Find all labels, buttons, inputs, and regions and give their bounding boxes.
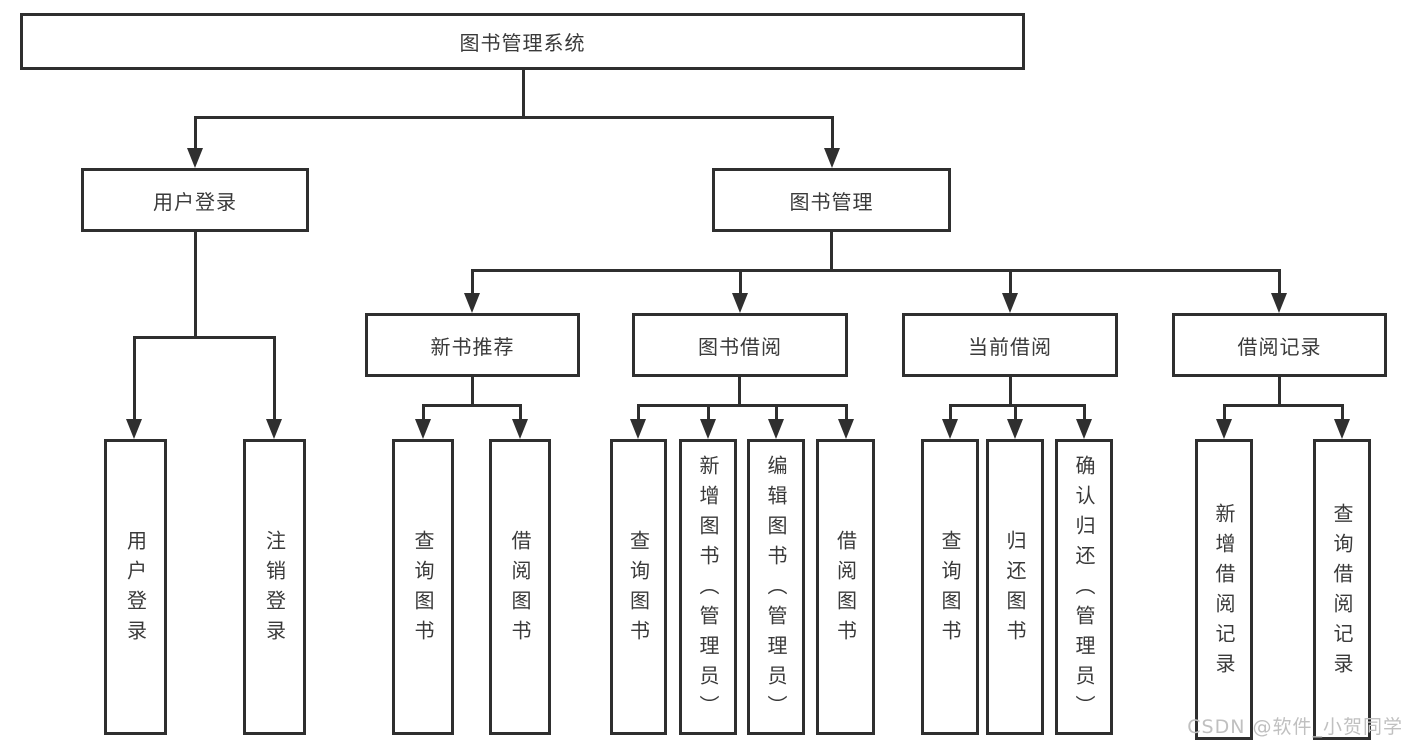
- arrow-down-icon: [942, 419, 958, 439]
- leaf-bb-borrow-book: 借阅图书: [816, 439, 875, 735]
- leaf-user-login-label: 用户登录: [123, 530, 148, 650]
- connector-to-current-borrow: [1009, 269, 1012, 295]
- connector-to-leaf-logout: [273, 336, 276, 420]
- node-borrow-records: 借阅记录: [1172, 313, 1387, 377]
- leaf-logout-login: 注销登录: [243, 439, 306, 735]
- connector-br-stem: [1278, 377, 1281, 407]
- leaf-br-add-record-label: 新增借阅记录: [1212, 502, 1236, 683]
- arrow-down-icon: [1076, 419, 1092, 439]
- arrow-down-icon: [630, 419, 646, 439]
- node-library-system-label: 图书管理系统: [459, 31, 586, 55]
- node-book-management-label: 图书管理: [789, 189, 874, 214]
- node-current-borrow-label: 当前借阅: [968, 334, 1052, 359]
- connector-to-new-book-recommend: [471, 269, 474, 295]
- node-user-login: 用户登录: [81, 168, 309, 232]
- leaf-bb-borrow-book-label: 借阅图书: [833, 530, 858, 650]
- leaf-bb-edit-book-admin: 编辑图书（管理员）: [747, 439, 805, 735]
- node-book-borrow-label: 图书借阅: [698, 334, 782, 359]
- connector-bb-leaf2: [707, 404, 710, 422]
- node-current-borrow: 当前借阅: [902, 313, 1118, 377]
- leaf-user-login: 用户登录: [104, 439, 167, 735]
- connector-root-to-book-mgmt: [831, 116, 834, 150]
- leaf-br-add-record: 新增借阅记录: [1195, 439, 1253, 740]
- connector-nbr-branch: [422, 404, 522, 407]
- connector-cb-leaf3: [1083, 404, 1086, 422]
- leaf-cb-confirm-return-admin-label: 确认归还（管理员）: [1072, 455, 1096, 725]
- node-borrow-records-label: 借阅记录: [1237, 334, 1322, 359]
- connector-br-leaf1: [1223, 404, 1226, 422]
- connector-to-book-borrow: [739, 269, 742, 295]
- connector-br-leaf2: [1341, 404, 1344, 422]
- leaf-bb-query-book-label: 查询图书: [626, 530, 651, 650]
- arrow-down-icon: [732, 293, 748, 313]
- connector-book-mgmt-stem: [830, 232, 833, 272]
- node-new-book-recommend: 新书推荐: [365, 313, 580, 377]
- connector-cb-leaf1: [949, 404, 952, 422]
- leaf-bb-add-book-admin-label: 新增图书（管理员）: [696, 455, 720, 725]
- connector-user-login-branch: [133, 336, 276, 339]
- leaf-nbr-borrow-book-label: 借阅图书: [508, 530, 532, 650]
- connector-cb-stem: [1009, 377, 1012, 407]
- csdn-watermark: CSDN @软件_小贺同学: [1187, 716, 1403, 738]
- connector-user-login-stem: [194, 232, 197, 338]
- arrow-down-icon: [512, 419, 528, 439]
- arrow-down-icon: [768, 419, 784, 439]
- leaf-bb-query-book: 查询图书: [610, 439, 667, 735]
- connector-nbr-leaf2: [519, 404, 522, 422]
- node-new-book-recommend-label: 新书推荐: [430, 334, 515, 359]
- connector-to-leaf-user-login: [133, 336, 136, 420]
- connector-root-branch: [194, 116, 834, 119]
- leaf-bb-add-book-admin: 新增图书（管理员）: [679, 439, 737, 735]
- connector-bb-leaf1: [637, 404, 640, 422]
- arrow-down-icon: [187, 148, 203, 168]
- node-book-borrow: 图书借阅: [632, 313, 848, 377]
- arrow-down-icon: [126, 419, 142, 439]
- leaf-nbr-borrow-book: 借阅图书: [489, 439, 551, 735]
- node-book-management: 图书管理: [712, 168, 951, 232]
- leaf-cb-return-book-label: 归还图书: [1003, 530, 1027, 650]
- arrow-down-icon: [266, 419, 282, 439]
- arrow-down-icon: [1007, 419, 1023, 439]
- leaf-cb-query-book-label: 查询图书: [938, 530, 962, 650]
- connector-cb-branch: [949, 404, 1085, 407]
- connector-to-borrow-records: [1278, 269, 1281, 295]
- connector-cb-leaf2: [1014, 404, 1017, 422]
- connector-nbr-stem: [471, 377, 474, 407]
- leaf-nbr-query-book: 查询图书: [392, 439, 454, 735]
- node-library-system: 图书管理系统: [20, 13, 1025, 70]
- leaf-br-query-record-label: 查询借阅记录: [1330, 502, 1354, 683]
- arrow-down-icon: [700, 419, 716, 439]
- leaf-br-query-record: 查询借阅记录: [1313, 439, 1371, 740]
- leaf-cb-confirm-return-admin: 确认归还（管理员）: [1055, 439, 1113, 735]
- connector-nbr-leaf1: [422, 404, 425, 422]
- arrow-down-icon: [415, 419, 431, 439]
- arrow-down-icon: [1002, 293, 1018, 313]
- arrow-down-icon: [1271, 293, 1287, 313]
- leaf-nbr-query-book-label: 查询图书: [411, 530, 435, 650]
- connector-root-stem: [522, 70, 525, 117]
- connector-book-mgmt-branch: [471, 269, 1281, 272]
- connector-bb-leaf4: [845, 404, 848, 422]
- connector-bb-leaf3: [775, 404, 778, 422]
- connector-br-branch: [1223, 404, 1343, 407]
- arrow-down-icon: [464, 293, 480, 313]
- leaf-cb-return-book: 归还图书: [986, 439, 1044, 735]
- leaf-cb-query-book: 查询图书: [921, 439, 979, 735]
- leaf-bb-edit-book-admin-label: 编辑图书（管理员）: [764, 455, 788, 725]
- arrow-down-icon: [824, 148, 840, 168]
- leaf-logout-login-label: 注销登录: [262, 530, 287, 650]
- arrow-down-icon: [1334, 419, 1350, 439]
- connector-bb-branch: [637, 404, 847, 407]
- arrow-down-icon: [1216, 419, 1232, 439]
- arrow-down-icon: [838, 419, 854, 439]
- node-user-login-label: 用户登录: [153, 189, 237, 214]
- connector-root-to-user-login: [194, 116, 197, 150]
- connector-bb-stem: [738, 377, 741, 407]
